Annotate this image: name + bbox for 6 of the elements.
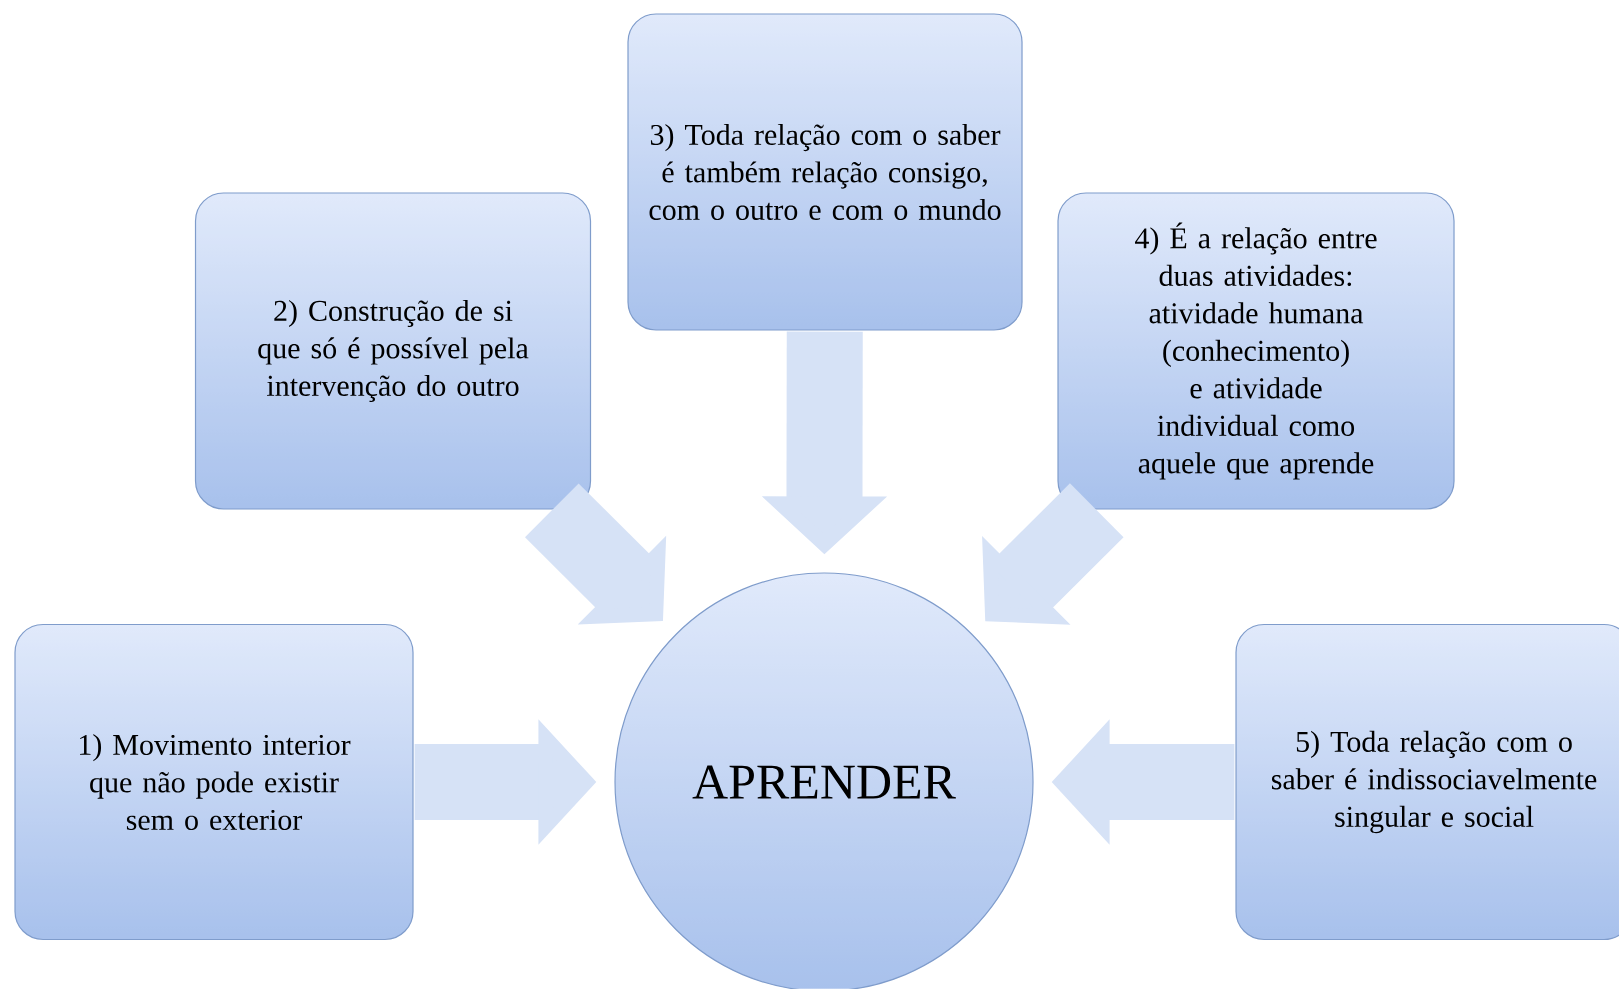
text-box: 2) Construção de si que só é possível pela intervenção do outro — [194, 192, 592, 510]
text-box: 1) Movimento interior que não pode existir sem o exterior — [14, 623, 414, 941]
text-box: 3) Toda relação com o saber é também relação consigo, com o outro e com o mundo — [627, 13, 1023, 331]
text-box: 4) É a relação entre duas atividades: atividade humana (conhecimento) e atividade individual como aquele que aprende — [1057, 192, 1455, 510]
block-arrow — [982, 483, 1124, 625]
text-box: 5) Toda relação com o saber é indissociavelmente singular e social — [1235, 623, 1619, 941]
